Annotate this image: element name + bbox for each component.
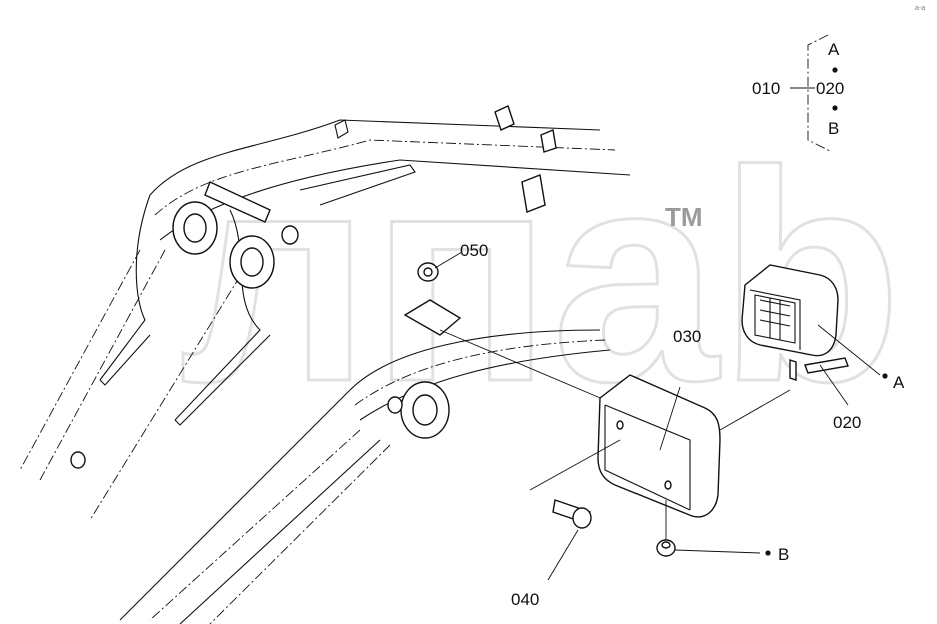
callout-040: 040 bbox=[511, 590, 539, 609]
callout-030: 030 bbox=[673, 327, 701, 346]
callouts: 050 030 020 040 A B a-a bbox=[460, 5, 925, 609]
legend-marker-a: A bbox=[828, 40, 840, 59]
legend-assembly-number: 010 bbox=[752, 79, 780, 98]
lamp-housing-030 bbox=[597, 374, 791, 518]
watermark-trademark: TM bbox=[665, 202, 703, 232]
assembly-legend: 010 020 A B bbox=[752, 34, 844, 153]
legend-item-number: 020 bbox=[816, 79, 844, 98]
callout-a: A bbox=[893, 373, 905, 392]
legend-marker-b: B bbox=[828, 119, 839, 138]
work-light-020 bbox=[741, 264, 881, 406]
pivot-pins bbox=[70, 105, 557, 469]
callout-050: 050 bbox=[460, 241, 488, 260]
callout-b: B bbox=[778, 545, 789, 564]
bolt-040 bbox=[529, 439, 621, 581]
corner-mark: a-a bbox=[915, 5, 925, 12]
callout-020: 020 bbox=[833, 413, 861, 432]
nut-050 bbox=[403, 251, 606, 401]
nut-b bbox=[656, 500, 761, 557]
lower-arm bbox=[119, 329, 611, 624]
